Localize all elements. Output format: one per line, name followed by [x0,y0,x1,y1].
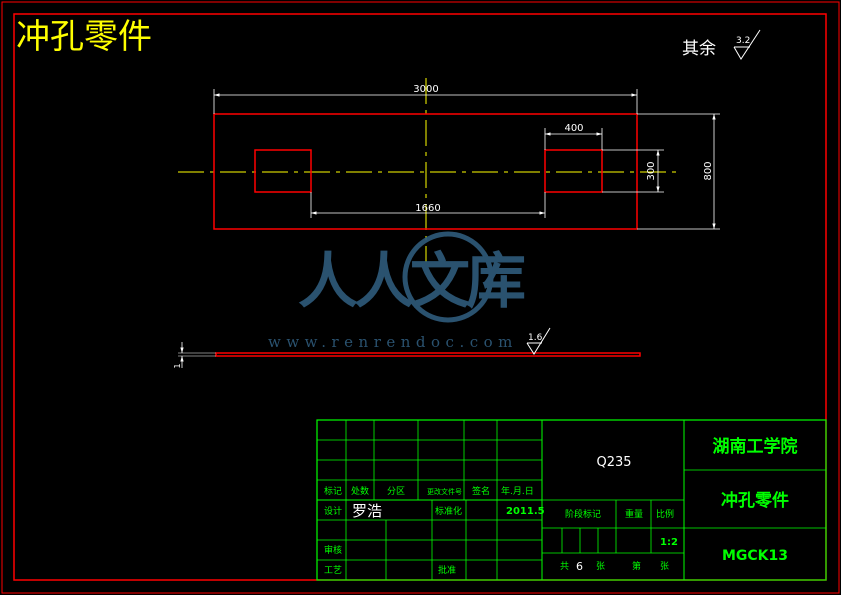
material-value: Q235 [596,455,631,470]
label-sheets: 张 [596,561,605,572]
designer-name: 罗浩 [352,502,382,520]
label-approve: 批准 [438,564,456,576]
watermark-logo-icon [402,231,494,323]
side-view-plate [215,352,641,357]
dimension-overall-height-value: 800 [703,161,714,180]
roughness-symbol-icon [733,29,761,60]
header-signature: 签名 [472,485,490,497]
label-page: 第 [632,560,641,572]
label-standardization: 标准化 [435,505,462,517]
roughness-note-value: 3.2 [736,36,750,46]
label-weight: 重量 [625,508,643,520]
school-name: 湖南工学院 [713,436,798,457]
part-name: 冲孔零件 [721,490,789,511]
dimension-overall-width: 3000 [213,84,638,114]
dimension-overall-height: 800 [637,113,720,230]
label-sheet2: 张 [660,561,669,572]
label-review: 审核 [324,544,342,556]
label-design: 设计 [324,505,342,517]
thickness-roughness-value: 1.6 [528,333,543,343]
dimension-overall-width-value: 3000 [413,84,438,95]
thickness-roughness-note: 1.6 [526,327,551,355]
watermark-url: www.renrendoc.com [268,333,518,351]
hole-right [544,149,603,193]
dimension-hole-width: 400 [544,123,603,150]
header-change-doc: 更改文件号 [427,487,462,496]
header-mark: 标记 [324,485,342,497]
header-zone: 分区 [387,486,405,497]
label-stage-mark: 阶段标记 [565,508,601,520]
watermark-brand: 人人文库 [298,247,525,317]
label-total: 共 [560,561,569,572]
label-scale: 比例 [656,508,674,520]
header-count: 处数 [351,485,369,497]
dimension-hole-height-value: 300 [646,161,657,180]
sheet-index: 6 [576,560,583,573]
dimension-hole-height: 300 [602,149,664,193]
roughness-note-label: 其余 [682,39,716,59]
title-block [316,419,827,581]
title-block-text: 标记 处数 分区 更改文件号 签名 年.月.日 设计 罗浩 标准化 2011.5… [324,436,798,576]
drawing-title: 冲孔零件 [16,17,152,57]
dimension-hole-spacing-value: 1660 [415,203,440,214]
dimension-thickness: 1 [173,342,216,369]
hole-left [254,149,312,193]
dimension-hole-spacing: 1660 [310,192,546,218]
part-outline [213,113,638,230]
dimension-hole-width-value: 400 [564,123,583,134]
header-ymd: 年.月.日 [501,485,534,497]
scale-value: 1:2 [660,537,678,548]
date-value: 2011.5 [506,506,545,517]
thickness-roughness-symbol-icon [526,327,551,355]
watermark: 人人文库 www.renrendoc.com [268,231,529,351]
roughness-note: 其余 3.2 [682,29,761,60]
drawing-number: MGCK13 [722,548,788,564]
dimension-thickness-value: 1 [173,363,182,368]
label-process: 工艺 [324,565,342,576]
